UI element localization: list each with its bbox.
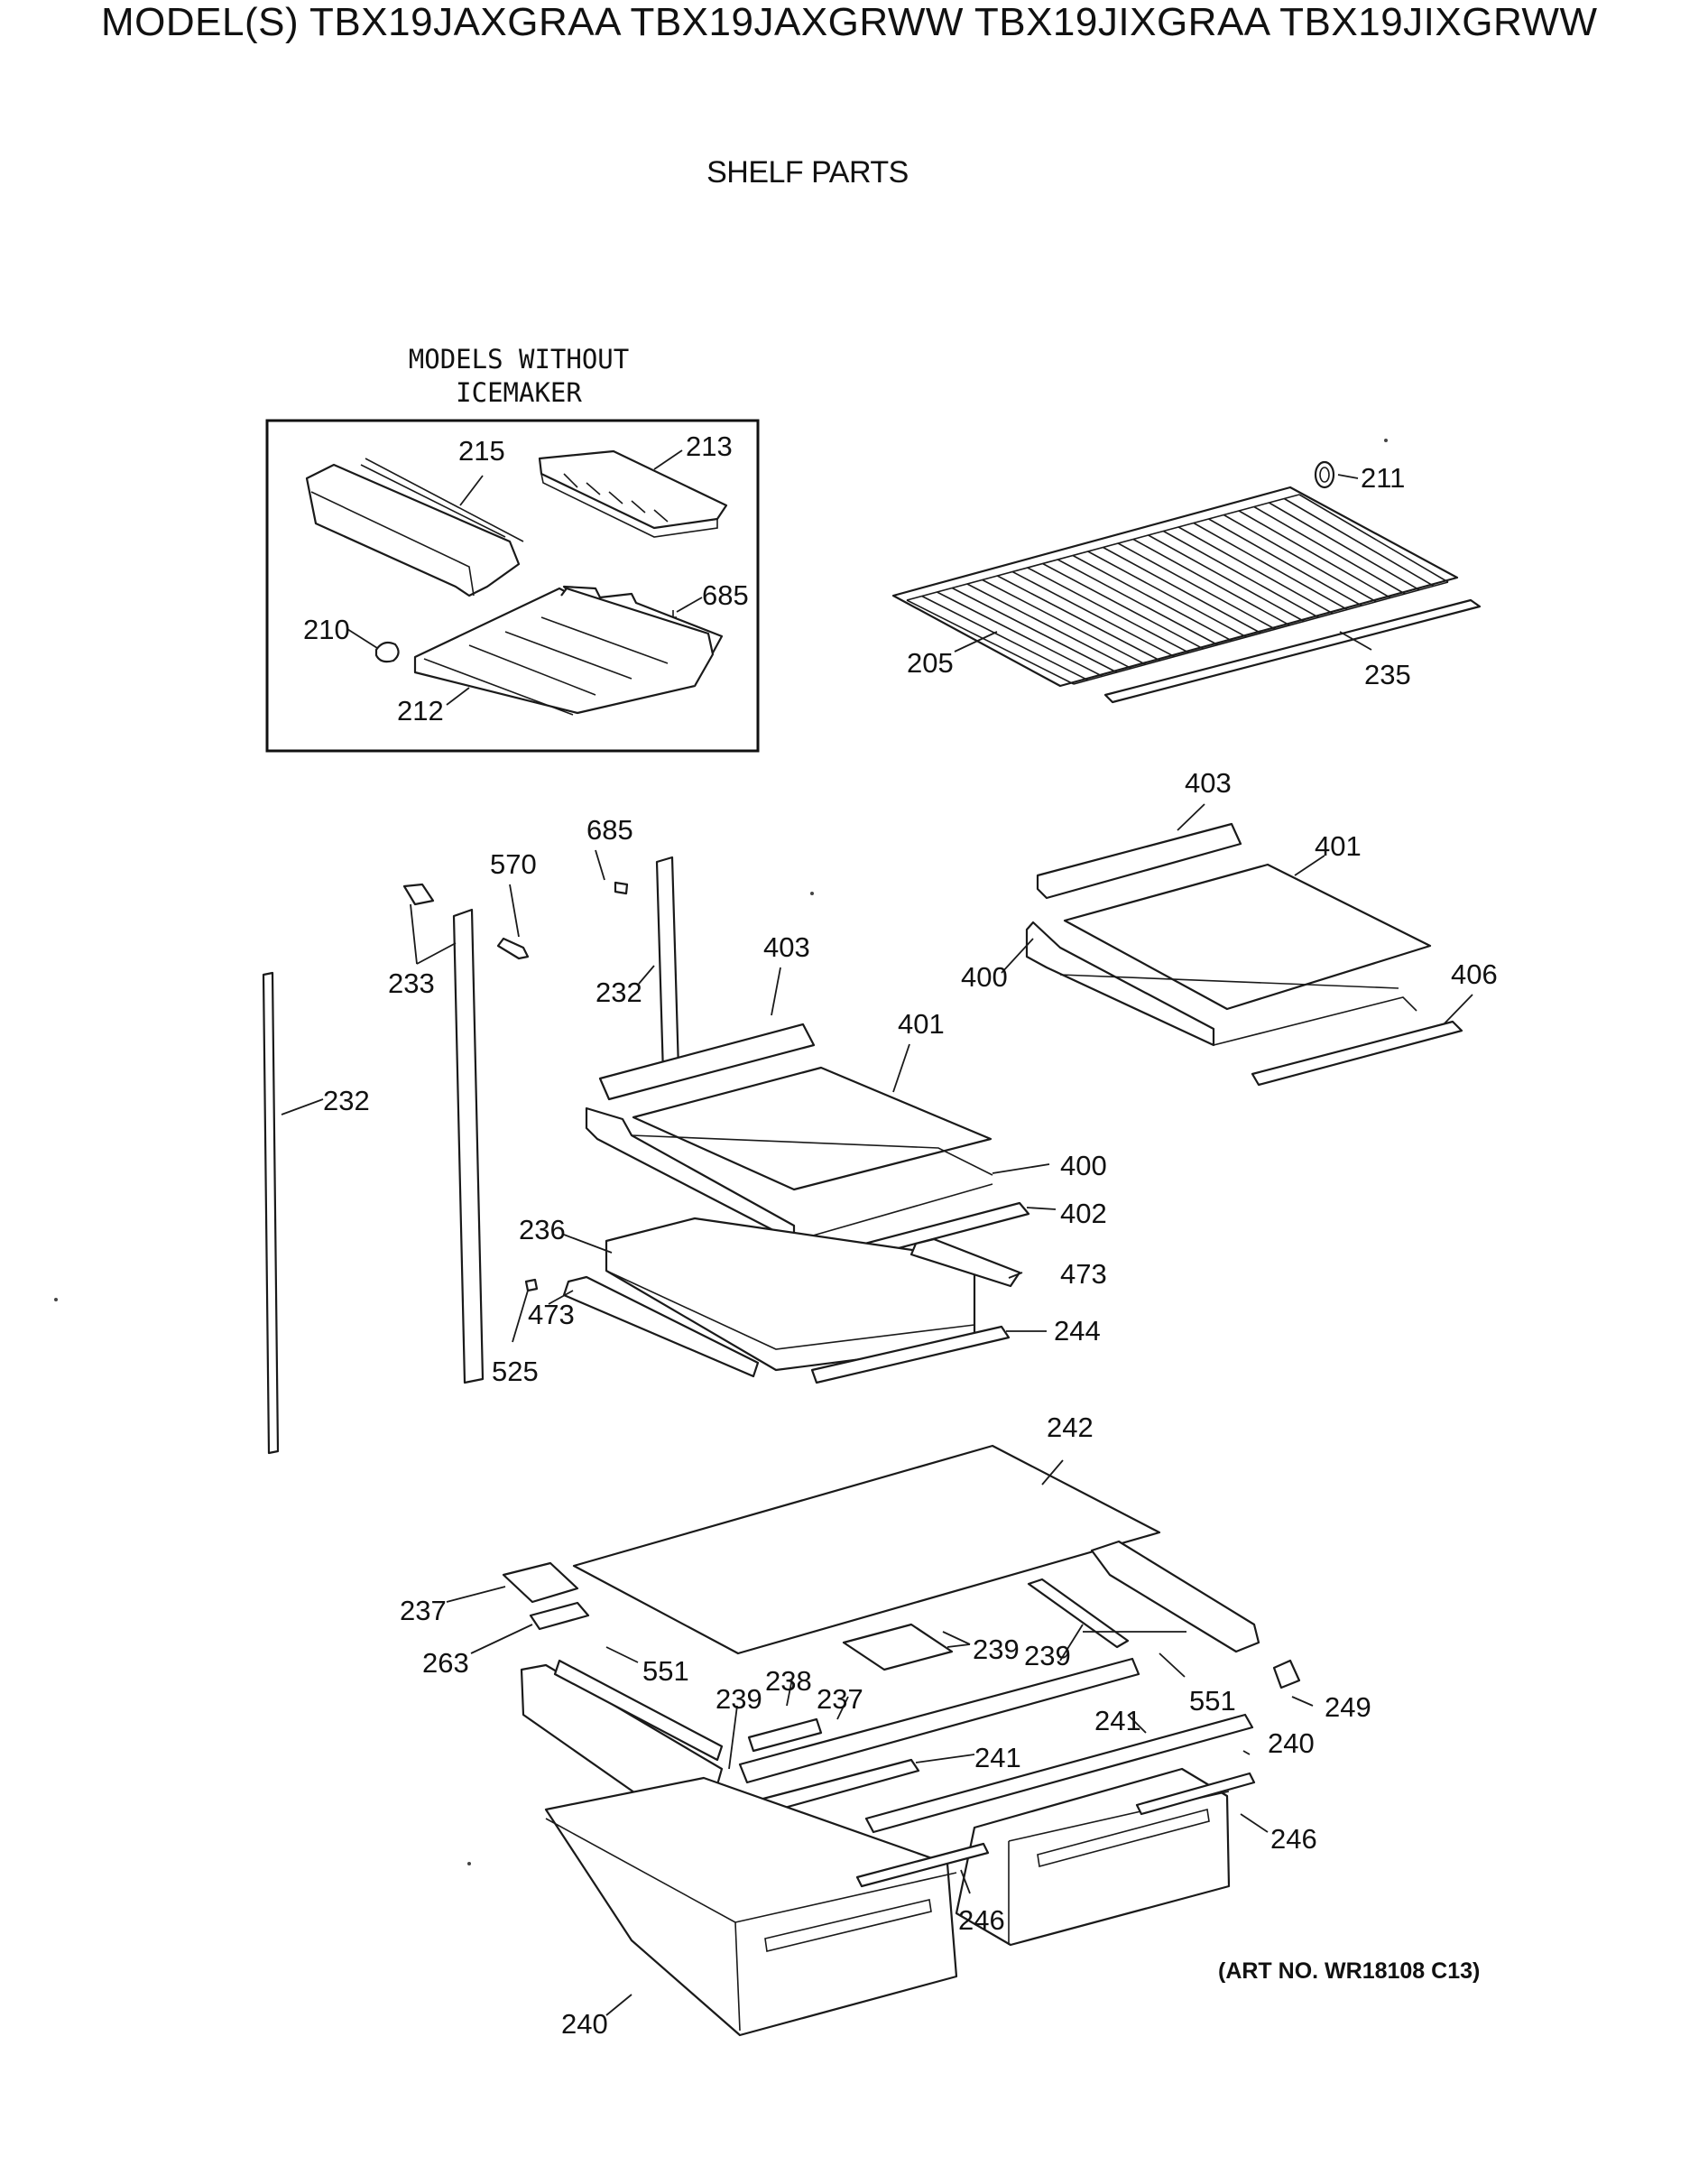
callout-237-center: 237 [817,1683,863,1715]
callout-246-center: 246 [958,1904,1005,1936]
callout-238: 238 [765,1665,812,1697]
part-clip [402,883,435,906]
part-glass-shelf-center [632,1066,992,1191]
callout-239-right: 239 [1024,1640,1071,1671]
callout-401: 401 [1315,830,1362,862]
callout-239-center: 239 [973,1634,1020,1665]
part-front-trim-top [1036,822,1242,900]
section-title: SHELF PARTS [706,155,909,190]
callout-labels: 215 213 685 210 212 211 205 235 403 401 … [303,430,1498,2040]
part-pan-trim [810,1325,1011,1384]
callout-551: 551 [642,1655,689,1687]
part-rail-center [655,856,680,1076]
part-grommet [1314,460,1335,489]
part-seal [529,1601,590,1631]
part-screw [496,937,530,960]
part-crisper-drawer-left [544,1776,958,2037]
part-cover-support [1027,1578,1130,1649]
part-knob [374,641,400,663]
part-cover-frame-right [1090,1540,1260,1653]
callout-236: 236 [519,1214,566,1245]
part-ice-tray [538,449,728,538]
callout-525: 525 [492,1356,539,1387]
callout-232-left: 232 [323,1085,370,1116]
callout-213: 213 [686,430,733,462]
callout-403-center: 403 [763,931,810,963]
callout-211: 211 [1361,462,1405,494]
callout-232: 232 [595,977,642,1008]
part-drawer-handle-right [1135,1772,1256,1816]
part-rail-left [452,908,485,1384]
part-front-rail-long [553,1659,724,1762]
part-shelf-trim [1103,598,1482,704]
part-shelf-frame-right [1025,921,1417,1047]
part-bracket-left [502,1561,579,1604]
callout-233: 233 [388,967,435,999]
part-roller-center [842,1623,954,1671]
callout-215: 215 [458,435,505,467]
part-screw-top [614,881,629,895]
part-channel-insert [747,1717,823,1753]
callout-244: 244 [1054,1315,1101,1347]
part-pan-rail [562,1275,760,1378]
part-bracket-249 [1272,1659,1301,1689]
callout-685-upper: 685 [586,814,633,846]
callout-205: 205 [907,647,954,679]
part-rear-trim-right [1251,1020,1463,1087]
callout-240-left: 240 [561,2008,608,2040]
callout-263: 263 [422,1647,469,1679]
part-ice-shelf [413,585,724,716]
callout-237: 237 [400,1595,447,1626]
callout-241-center: 241 [974,1742,1021,1773]
callout-249: 249 [1325,1691,1371,1723]
part-slide [909,1237,1021,1288]
callout-235: 235 [1364,659,1411,690]
callout-570: 570 [490,848,537,880]
part-front-trim-center [598,1023,816,1101]
callout-403: 403 [1185,767,1232,799]
callout-210: 210 [303,614,350,645]
part-ice-bucket [305,458,524,597]
part-cover-front-channel [738,1657,1140,1784]
callout-685: 685 [702,579,749,611]
callout-240-right: 240 [1268,1727,1315,1759]
callout-246-right: 246 [1270,1823,1317,1855]
callout-400-center: 400 [1060,1150,1107,1181]
art-number: (ART NO. WR18108 C13) [1218,1958,1481,1984]
part-screw-525 [524,1278,539,1292]
leader-lines [281,449,1473,2016]
callout-401-center: 401 [898,1008,945,1040]
callout-241-right: 241 [1094,1705,1141,1736]
callout-212: 212 [397,695,444,727]
callout-239-left: 239 [716,1683,762,1715]
callout-400: 400 [961,961,1008,993]
callout-473-left: 473 [528,1299,575,1330]
callout-473: 473 [1060,1258,1107,1290]
part-slide-rail-b [864,1713,1254,1834]
part-crisper-cover-glass [572,1444,1161,1655]
callout-402: 402 [1060,1198,1107,1229]
inset-frame [265,419,760,753]
callout-551-right: 551 [1189,1685,1236,1717]
page-title: MODEL(S) TBX19JAXGRAA TBX19JAXGRWW TBX19… [101,0,1598,44]
callout-242: 242 [1047,1412,1094,1443]
part-wire-shelf [891,486,1459,688]
part-rail-far-left [262,971,280,1455]
part-drawer-handle-left [855,1842,990,1888]
inset-caption: MODELS WITHOUT ICEMAKER [408,344,630,408]
callout-406: 406 [1451,958,1498,990]
